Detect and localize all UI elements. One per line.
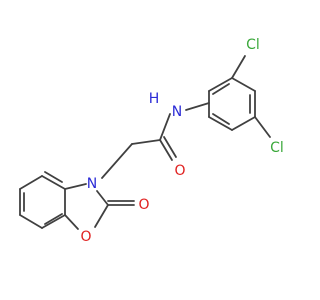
bond <box>254 116 271 138</box>
bond <box>231 55 246 79</box>
bonds <box>19 55 271 230</box>
bond <box>96 190 109 206</box>
bond <box>19 175 43 190</box>
bond <box>64 214 79 230</box>
ring-nitrogen-label: N <box>87 176 97 192</box>
bond <box>41 214 66 229</box>
bond <box>41 175 66 190</box>
carbonyl-oxygen-label: O <box>138 197 149 213</box>
bond <box>64 183 87 190</box>
bond <box>185 102 210 111</box>
bond <box>212 113 230 125</box>
bond <box>159 139 173 161</box>
bond <box>208 116 233 131</box>
chlorine-label-right: Cl <box>270 140 284 156</box>
bond <box>212 83 230 95</box>
bond <box>19 214 43 229</box>
bond <box>101 143 133 179</box>
ring-oxygen-label: O <box>80 229 91 245</box>
bond <box>231 77 256 92</box>
bond <box>208 77 233 92</box>
bond <box>163 136 177 158</box>
bond <box>94 204 109 228</box>
chlorine-label-top: Cl <box>246 37 260 53</box>
bond <box>159 113 171 141</box>
bond <box>131 139 161 145</box>
amide-nitrogen-label: N <box>172 104 182 120</box>
amide-hydrogen-label: H <box>149 91 160 107</box>
bond <box>231 116 256 131</box>
bond <box>44 213 63 225</box>
bond <box>44 171 63 183</box>
molecule-diagram: Cl Cl N H O N O O <box>19 37 284 245</box>
amide-oxygen-label: O <box>174 163 185 179</box>
atom-labels: Cl Cl N H O N O O <box>80 37 283 245</box>
